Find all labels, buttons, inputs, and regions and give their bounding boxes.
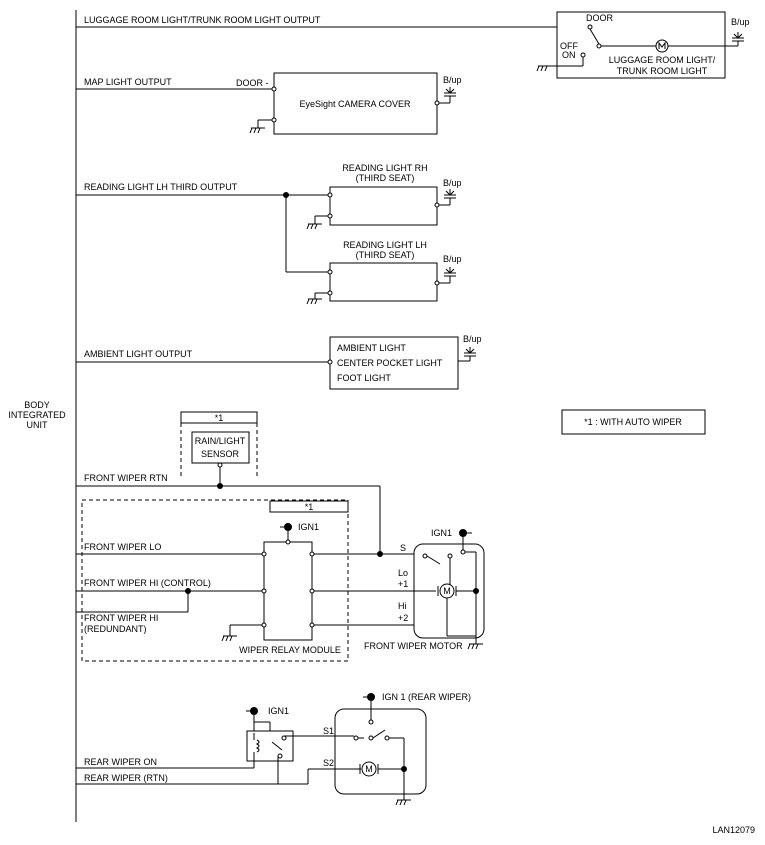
unit-label-line3: UNIT [27,420,48,430]
star-label-sensor: *1 [215,413,224,423]
bup-label-luggage: B/up [731,17,750,27]
ign1-rear-wiper-label: IGN 1 (REAR WIPER) [382,692,471,702]
signal-ambient-output: AMBIENT LIGHT OUTPUT [84,349,193,359]
rear-wiper-motor-box [334,708,427,795]
bup-label-map: B/up [443,75,462,85]
rain-sensor-label2: SENSOR [201,449,240,459]
fw-motor-plus2-label: +2 [398,613,408,623]
ign1-label-motor: IGN1 [431,528,452,538]
door-label: DOOR [586,13,614,23]
fw-motor-hi-label: Hi [398,601,407,611]
bup-label-ambient: B/up [463,334,482,344]
reading-rh-label2: (THIRD SEAT) [356,173,415,183]
rear-wiper-motor-icon [361,761,377,777]
rear-motor-s1-label: S1 [323,726,334,736]
front-wiper-motor-label: FRONT WIPER MOTOR [364,641,463,651]
fw-motor-s-label: S [400,543,406,553]
signal-fw-hi-control: FRONT WIPER HI (CONTROL) [84,578,211,588]
reading-rh-label1: READING LIGHT RH [342,163,427,173]
reading-lh-label2: (THIRD SEAT) [356,250,415,260]
signal-rw-rtn: REAR WIPER (RTN) [84,773,168,783]
luggage-light-label2: TRUNK ROOM LIGHT [617,66,708,76]
signal-fw-rtn: FRONT WIPER RTN [84,473,168,483]
wiper-relay-module-label: WIPER RELAY MODULE [239,645,341,655]
ambient-label3: FOOT LIGHT [337,373,391,383]
reading-light-rh-box [329,186,438,226]
lamp-icon [655,39,669,53]
star-label-relay: *1 [305,502,314,512]
rear-motor-s2-label: S2 [323,758,334,768]
wiper-relay-module-box [263,541,313,641]
legend-text: *1 : WITH AUTO WIPER [584,417,682,427]
ign1-label-relay: IGN1 [298,522,319,532]
ign1-label-rear-relay: IGN1 [268,706,289,716]
eyesight-label: EyeSight CAMERA COVER [299,99,411,109]
luggage-light-label1: LUGGAGE ROOM LIGHT/ [609,55,716,65]
ambient-label2: CENTER POCKET LIGHT [337,358,443,368]
fw-motor-m-label: M [443,586,451,596]
signal-fw-hi-redundant2: (REDUNDANT) [84,624,147,634]
signal-reading-output: READING LIGHT LH THIRD OUTPUT [84,182,238,192]
rain-sensor-label1: RAIN/LIGHT [195,436,246,446]
signal-map-output: MAP LIGHT OUTPUT [84,77,172,87]
reading-light-lh-box [329,262,438,302]
eyesight-camera-box [273,72,438,135]
signal-fw-hi-redundant1: FRONT WIPER HI [84,613,158,623]
fw-motor-lo-label: Lo [398,568,408,578]
signal-rw-on: REAR WIPER ON [84,757,157,767]
diagram-code: LAN12079 [712,825,755,835]
legend-box [561,409,706,435]
star-tag-relay [269,500,349,513]
signal-fw-lo: FRONT WIPER LO [84,542,161,552]
fw-motor-plus1-label: +1 [398,579,408,589]
unit-label-line2: INTEGRATED [8,410,66,420]
front-wiper-motor-box [413,543,485,639]
signal-luggage-output: LUGGAGE ROOM LIGHT/TRUNK ROOM LIGHT OUTP… [84,15,321,25]
star-tag-sensor [180,411,258,424]
relay-coil-icon [255,739,260,753]
bup-label-reading-rh: B/up [443,178,462,188]
door-dash-label: DOOR - [236,78,269,88]
unit-label-line1: BODY [24,400,50,410]
off-label: OFF [560,41,578,51]
ambient-label1: AMBIENT LIGHT [337,343,406,353]
reading-lh-label1: READING LIGHT LH [343,240,427,250]
bup-label-reading-lh: B/up [443,254,462,264]
rear-motor-m-label: M [365,764,373,774]
on-label: ON [562,50,576,60]
luggage-light-box [556,11,726,79]
